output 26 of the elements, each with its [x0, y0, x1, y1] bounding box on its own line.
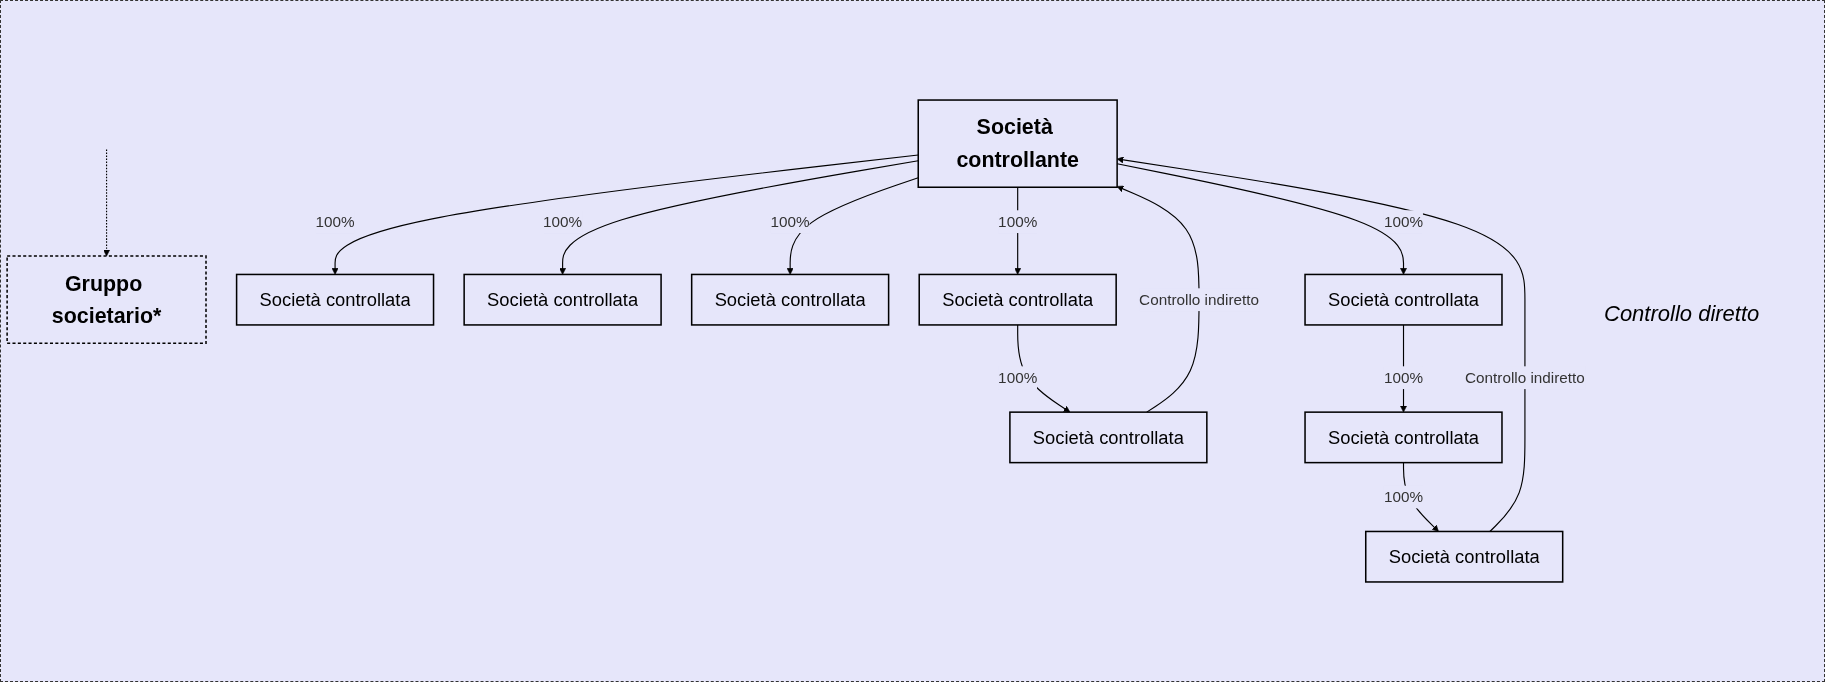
- edge-label: 100%: [998, 213, 1038, 231]
- node-box: Società controllata: [1304, 273, 1503, 326]
- node-box: Società controllata: [690, 273, 890, 326]
- edge-label: 100%: [998, 369, 1038, 387]
- node-box: Società controllata: [918, 273, 1117, 326]
- edge-label: 100%: [1383, 488, 1424, 506]
- side-note: Controllo diretto: [1604, 301, 1760, 327]
- node-box: Società controllata: [1009, 411, 1208, 464]
- node-box: Società controllata: [463, 273, 662, 326]
- arrow: [103, 148, 110, 257]
- node-box: Società controllata: [1365, 530, 1564, 583]
- arrow: [1116, 185, 1200, 413]
- arrow: [331, 154, 919, 275]
- arrow: [786, 177, 919, 275]
- node-box: Gruppo societario*: [6, 255, 207, 345]
- edge-label: 100%: [1383, 213, 1424, 231]
- edge-label: 100%: [770, 213, 810, 231]
- node-box: Società controllata: [1304, 411, 1503, 464]
- node-box: Società controllata: [235, 273, 435, 326]
- edge-label: 100%: [543, 213, 583, 231]
- edge-label: 100%: [315, 213, 355, 231]
- edge-label: Controllo indiretto: [1139, 291, 1260, 309]
- node-box: Società controllante: [917, 99, 1118, 188]
- arrow: [559, 160, 919, 275]
- edge-label: 100%: [1383, 369, 1424, 387]
- edge-label: Controllo indiretto: [1464, 369, 1585, 387]
